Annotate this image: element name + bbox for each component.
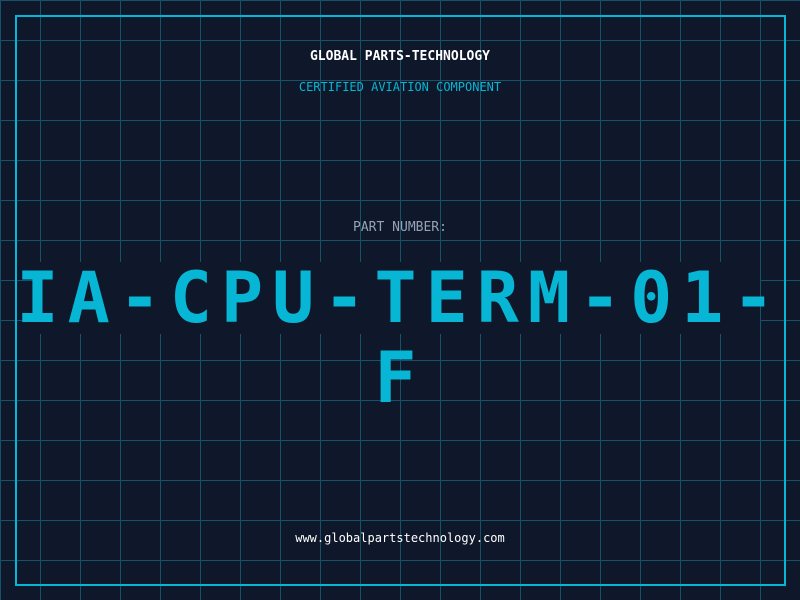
company-name: GLOBAL PARTS-TECHNOLOGY <box>309 49 490 64</box>
part-number-label: PART NUMBER: <box>353 220 447 235</box>
certification-text: CERTIFIED AVIATION COMPONENT <box>298 80 502 94</box>
website-url: www.globalpartstechnology.com <box>295 531 505 545</box>
border-frame <box>15 15 786 586</box>
part-number-band <box>40 262 760 334</box>
part-number: IA-CPU-TERM-01-F <box>16 257 784 419</box>
